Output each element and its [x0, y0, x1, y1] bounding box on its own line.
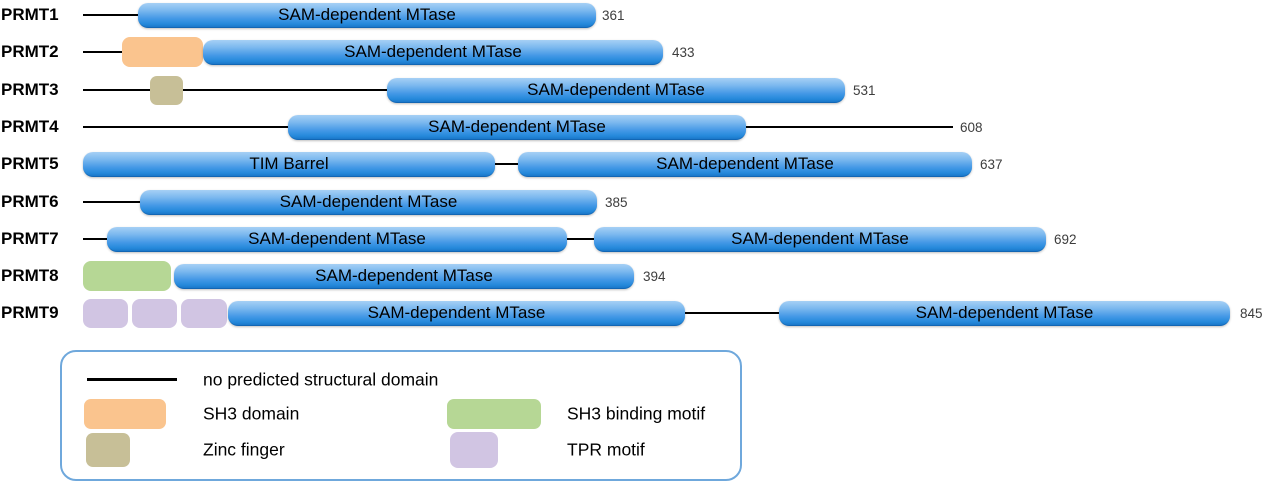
mtase-domain-box: SAM-dependent MTase: [140, 189, 597, 215]
protein-label-prmt5: PRMT5: [1, 154, 59, 173]
protein-length-label: 361: [602, 8, 625, 23]
tpr-domain-box: [83, 298, 128, 328]
legend-label-no-domain: no predicted structural domain: [203, 369, 439, 390]
protein-label-prmt8: PRMT8: [1, 266, 59, 285]
tpr-domain-box: [132, 298, 177, 328]
backbone-line: [83, 201, 140, 203]
mtase-domain-box: SAM-dependent MTase: [228, 300, 685, 326]
backbone-line: [685, 312, 779, 314]
protein-label-prmt2: PRMT2: [1, 42, 59, 61]
mtase-domain-box: SAM-dependent MTase: [138, 2, 596, 28]
tpr-motif-swatch: [450, 432, 498, 468]
zinc-domain-box: [150, 75, 183, 105]
protein-label-prmt3: PRMT3: [1, 80, 59, 99]
backbone-line: [83, 238, 107, 240]
backbone-line: [567, 238, 594, 240]
sh3-binding-motif-swatch: [447, 399, 541, 429]
protein-length-label: 692: [1054, 232, 1077, 247]
legend-box: no predicted structural domain SH3 domai…: [60, 350, 742, 481]
backbone-line: [83, 126, 288, 128]
zinc-finger-swatch: [86, 433, 130, 467]
protein-length-label: 637: [980, 157, 1003, 172]
protein-label-prmt9: PRMT9: [1, 303, 59, 322]
protein-label-prmt1: PRMT1: [1, 5, 59, 24]
mtase-domain-box: SAM-dependent MTase: [387, 77, 845, 103]
mtase-domain-box: SAM-dependent MTase: [174, 263, 634, 289]
tpr-domain-box: [181, 298, 227, 328]
protein-length-label: 608: [960, 120, 983, 135]
legend-label-sh3: SH3 domain: [203, 403, 300, 424]
protein-label-prmt6: PRMT6: [1, 192, 59, 211]
protein-length-label: 394: [643, 269, 666, 284]
mtase-domain-box: SAM-dependent MTase: [518, 151, 972, 177]
legend-label-zinc: Zinc finger: [203, 439, 285, 460]
legend-label-sh3-binding: SH3 binding motif: [567, 403, 706, 424]
protein-length-label: 385: [605, 195, 628, 210]
mtase-domain-box: SAM-dependent MTase: [288, 114, 746, 140]
protein-label-prmt4: PRMT4: [1, 117, 59, 136]
backbone-line: [183, 89, 387, 91]
backbone-line: [746, 126, 953, 128]
sh3-domain-swatch: [84, 399, 166, 429]
mtase-domain-box: SAM-dependent MTase: [594, 226, 1046, 252]
backbone-line: [83, 89, 150, 91]
mtase-domain-box: SAM-dependent MTase: [779, 300, 1230, 326]
backbone-line-swatch: [87, 378, 177, 381]
protein-length-label: 531: [853, 83, 876, 98]
mtase-domain-box: SAM-dependent MTase: [107, 226, 567, 252]
legend-label-tpr: TPR motif: [567, 439, 645, 460]
protein-label-prmt7: PRMT7: [1, 229, 59, 248]
mtase-domain-box: SAM-dependent MTase: [203, 39, 663, 65]
sh3-domain-box: [122, 37, 203, 67]
protein-length-label: 433: [672, 45, 695, 60]
backbone-line: [83, 14, 138, 16]
sh3-binding-domain-box: [83, 261, 171, 291]
backbone-line: [83, 51, 122, 53]
backbone-line: [495, 163, 518, 165]
protein-length-label: 845: [1240, 306, 1263, 321]
mtase-domain-box: TIM Barrel: [83, 151, 495, 177]
